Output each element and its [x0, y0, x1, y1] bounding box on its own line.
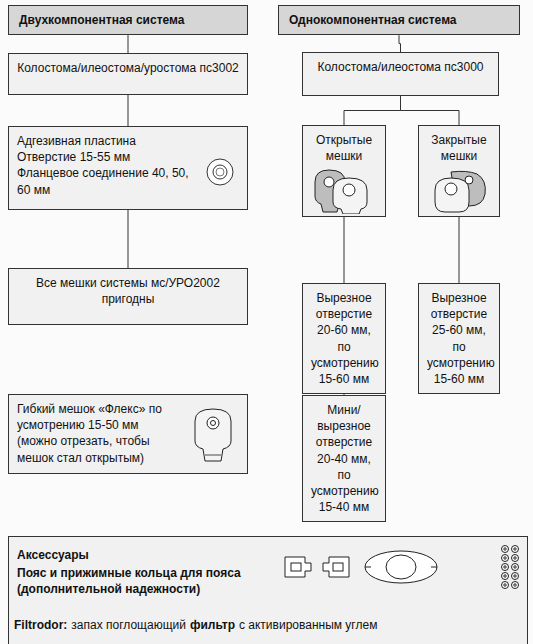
node-text: Колостома/илеостома/уростома пс3002 — [17, 60, 239, 76]
node-text: Аксессуары — [17, 547, 257, 563]
accessory-illustrations — [279, 545, 529, 597]
process-box: Открытые мешки — [302, 125, 386, 217]
open-pouch-illustration — [311, 168, 377, 214]
connector-line — [344, 96, 401, 125]
process-box: Гибкий мешок «Флекс» по усмотрению 15-50… — [8, 394, 248, 474]
connector-line — [344, 217, 345, 283]
node-text: Пояс и прижимные кольца для пояса (допол… — [17, 565, 257, 597]
flex-pouch-illustration — [191, 407, 235, 463]
process-box: Закрытые мешки — [418, 125, 500, 217]
connector-line — [128, 95, 129, 126]
process-box: Все мешки системы мс/УРО2002 пригодны — [8, 268, 248, 325]
closed-pouch-illustration — [429, 168, 491, 214]
connector-line — [399, 35, 401, 52]
process-box: Вырезное отверстие 25-60 мм, по усмотрен… — [418, 283, 500, 394]
note-text: запах поглощающий — [71, 618, 186, 632]
header-box: Двухкомпонентная система — [8, 5, 248, 35]
connector-line — [128, 35, 129, 53]
process-box: Колостома/илеостома/уростома пс3002 — [8, 53, 248, 95]
node-text: Колостома/илеостома пс3000 — [311, 59, 490, 75]
node-text: Гибкий мешок «Флекс» по усмотрению 15-50… — [17, 401, 181, 466]
node-text: Двухкомпонентная система — [19, 12, 237, 28]
node-text: Вырезное отверстие 25-60 мм, по усмотрен… — [427, 290, 491, 387]
node-text: Мини/вырезное отверстие 20-40 мм, по усм… — [311, 402, 377, 515]
node-text: Открытые мешки — [311, 132, 377, 164]
node-text: Адгезивная пластина Отверстие 15-55 мм Ф… — [17, 133, 193, 198]
connector-line — [401, 96, 460, 125]
note-text: фильтр — [190, 618, 235, 632]
node-text: Вырезное отверстие 20-60 мм, по усмотрен… — [311, 290, 377, 387]
note-text: Filtrodor: — [14, 618, 67, 632]
footnote: Filtrodor: запах поглощающий фильтр с актив… — [14, 618, 377, 632]
process-box: Мини/вырезное отверстие 20-40 мм, по усм… — [302, 395, 386, 522]
node-text: Закрытые мешки — [427, 132, 491, 164]
process-box: Колостома/илеостома пс3000 — [302, 52, 499, 96]
process-box: Вырезное отверстие 20-60 мм, по усмотрен… — [302, 283, 386, 394]
ring-icon — [205, 157, 235, 187]
connector-line — [459, 217, 460, 283]
node-text: Все мешки системы мс/УРО2002 пригодны — [17, 275, 239, 307]
connector-line — [128, 210, 129, 268]
header-box: Однокомпонентная система — [278, 5, 520, 35]
process-box: Адгезивная пластина Отверстие 15-55 мм Ф… — [8, 126, 248, 210]
note-text: с активированным углем — [239, 618, 377, 632]
node-text: Однокомпонентная система — [289, 12, 509, 28]
